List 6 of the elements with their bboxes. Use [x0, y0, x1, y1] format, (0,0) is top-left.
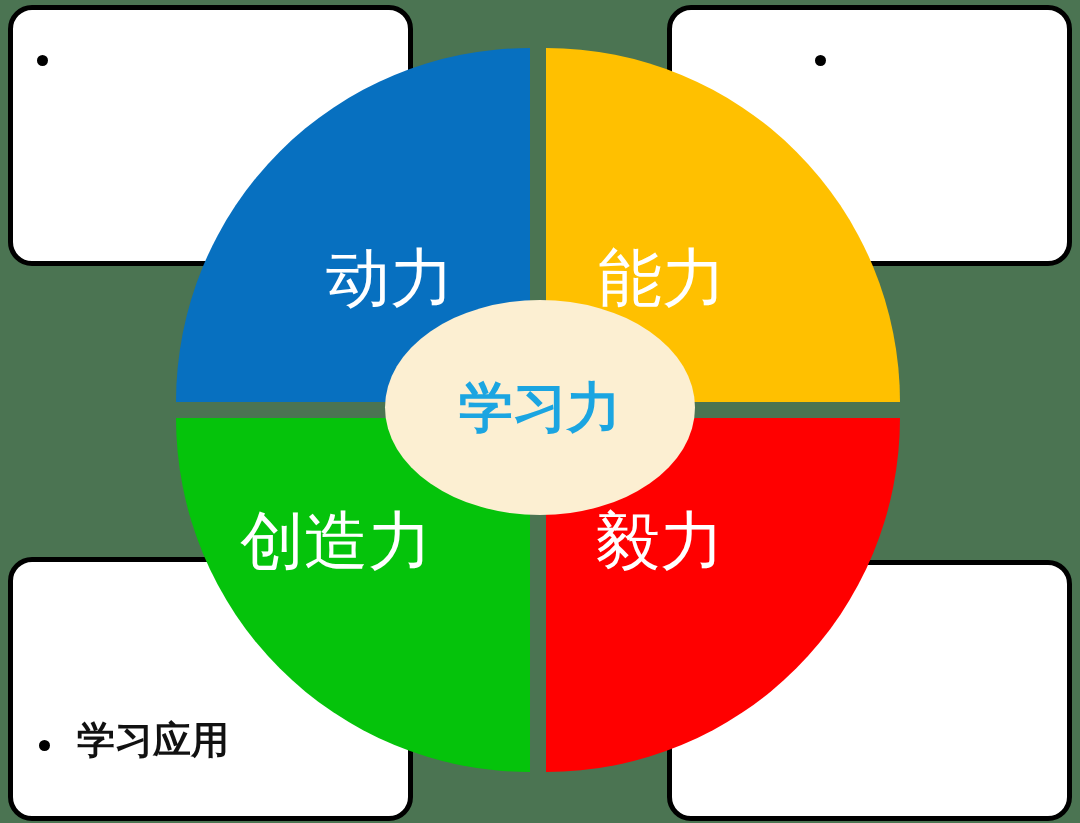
quadrant-label: 毅力 [596, 506, 724, 577]
quadrant-label: 动力 [326, 243, 454, 314]
card-text: 学习应用 [77, 720, 229, 762]
quadrant-label: 能力 [598, 243, 726, 314]
quadrant-label: 创造力 [240, 506, 432, 577]
center-label: 学习力 [459, 377, 621, 438]
